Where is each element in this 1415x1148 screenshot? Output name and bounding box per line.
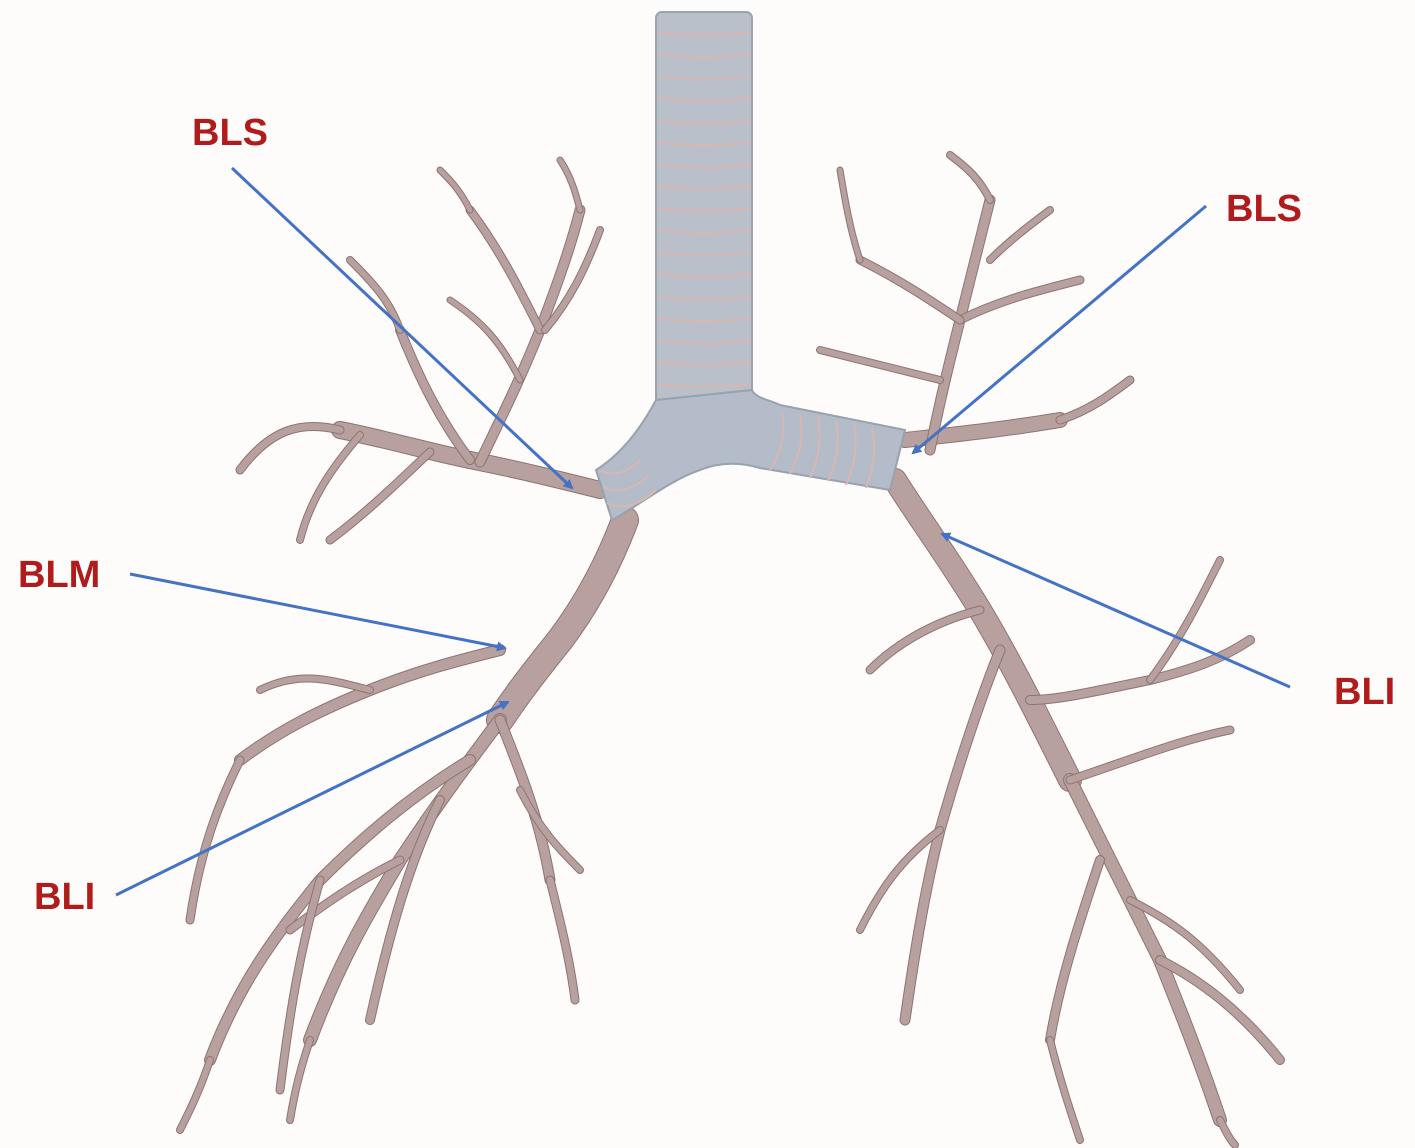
label-bli-right: BLI: [34, 878, 95, 916]
label-blm-right: BLM: [18, 556, 100, 594]
label-bli-left: BLI: [1334, 673, 1395, 711]
label-bls-left: BLS: [1226, 190, 1302, 228]
trachea-tube: [656, 12, 752, 422]
label-bls-right: BLS: [192, 114, 268, 152]
